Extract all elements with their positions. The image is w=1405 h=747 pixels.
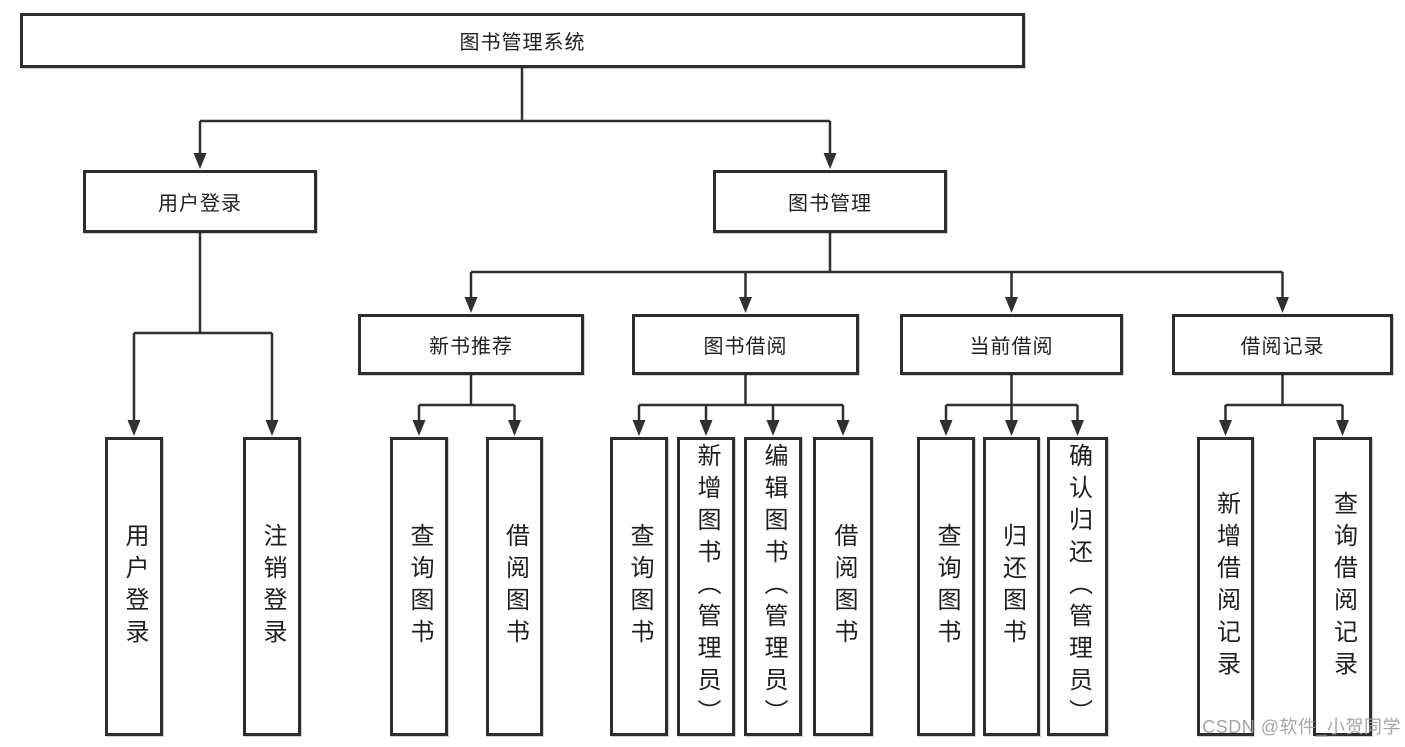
node-book-management: 图书管理 [713,170,947,233]
leaf-bb-add-books-admin: 新增图书（管理员） [677,437,735,736]
leaf-br-add-record: 新增借阅记录 [1197,437,1254,736]
node-root: 图书管理系统 [20,13,1025,68]
leaf-nb-borrow-books: 借阅图书 [486,437,543,736]
csdn-watermark: CSDN @软件_小贺同学 [1202,717,1401,737]
node-new-book-recommend: 新书推荐 [358,314,584,375]
leaf-bb-borrow-books: 借阅图书 [813,437,873,736]
node-user-login: 用户登录 [83,170,317,233]
node-borrow-records: 借阅记录 [1172,314,1393,375]
leaf-cb-confirm-return-admin: 确认归还（管理员） [1047,437,1108,736]
leaf-user-login: 用户登录 [105,437,163,736]
node-book-borrow: 图书借阅 [632,314,859,375]
leaf-nb-query-books: 查询图书 [390,437,448,736]
leaf-cb-return-books: 归还图书 [983,437,1040,736]
leaf-bb-query-books: 查询图书 [610,437,668,736]
leaf-logout-login: 注销登录 [243,437,301,736]
node-current-borrow: 当前借阅 [900,314,1123,375]
leaf-bb-edit-books-admin: 编辑图书（管理员） [744,437,802,736]
leaf-cb-query-books: 查询图书 [917,437,975,736]
leaf-br-query-record: 查询借阅记录 [1313,437,1372,736]
